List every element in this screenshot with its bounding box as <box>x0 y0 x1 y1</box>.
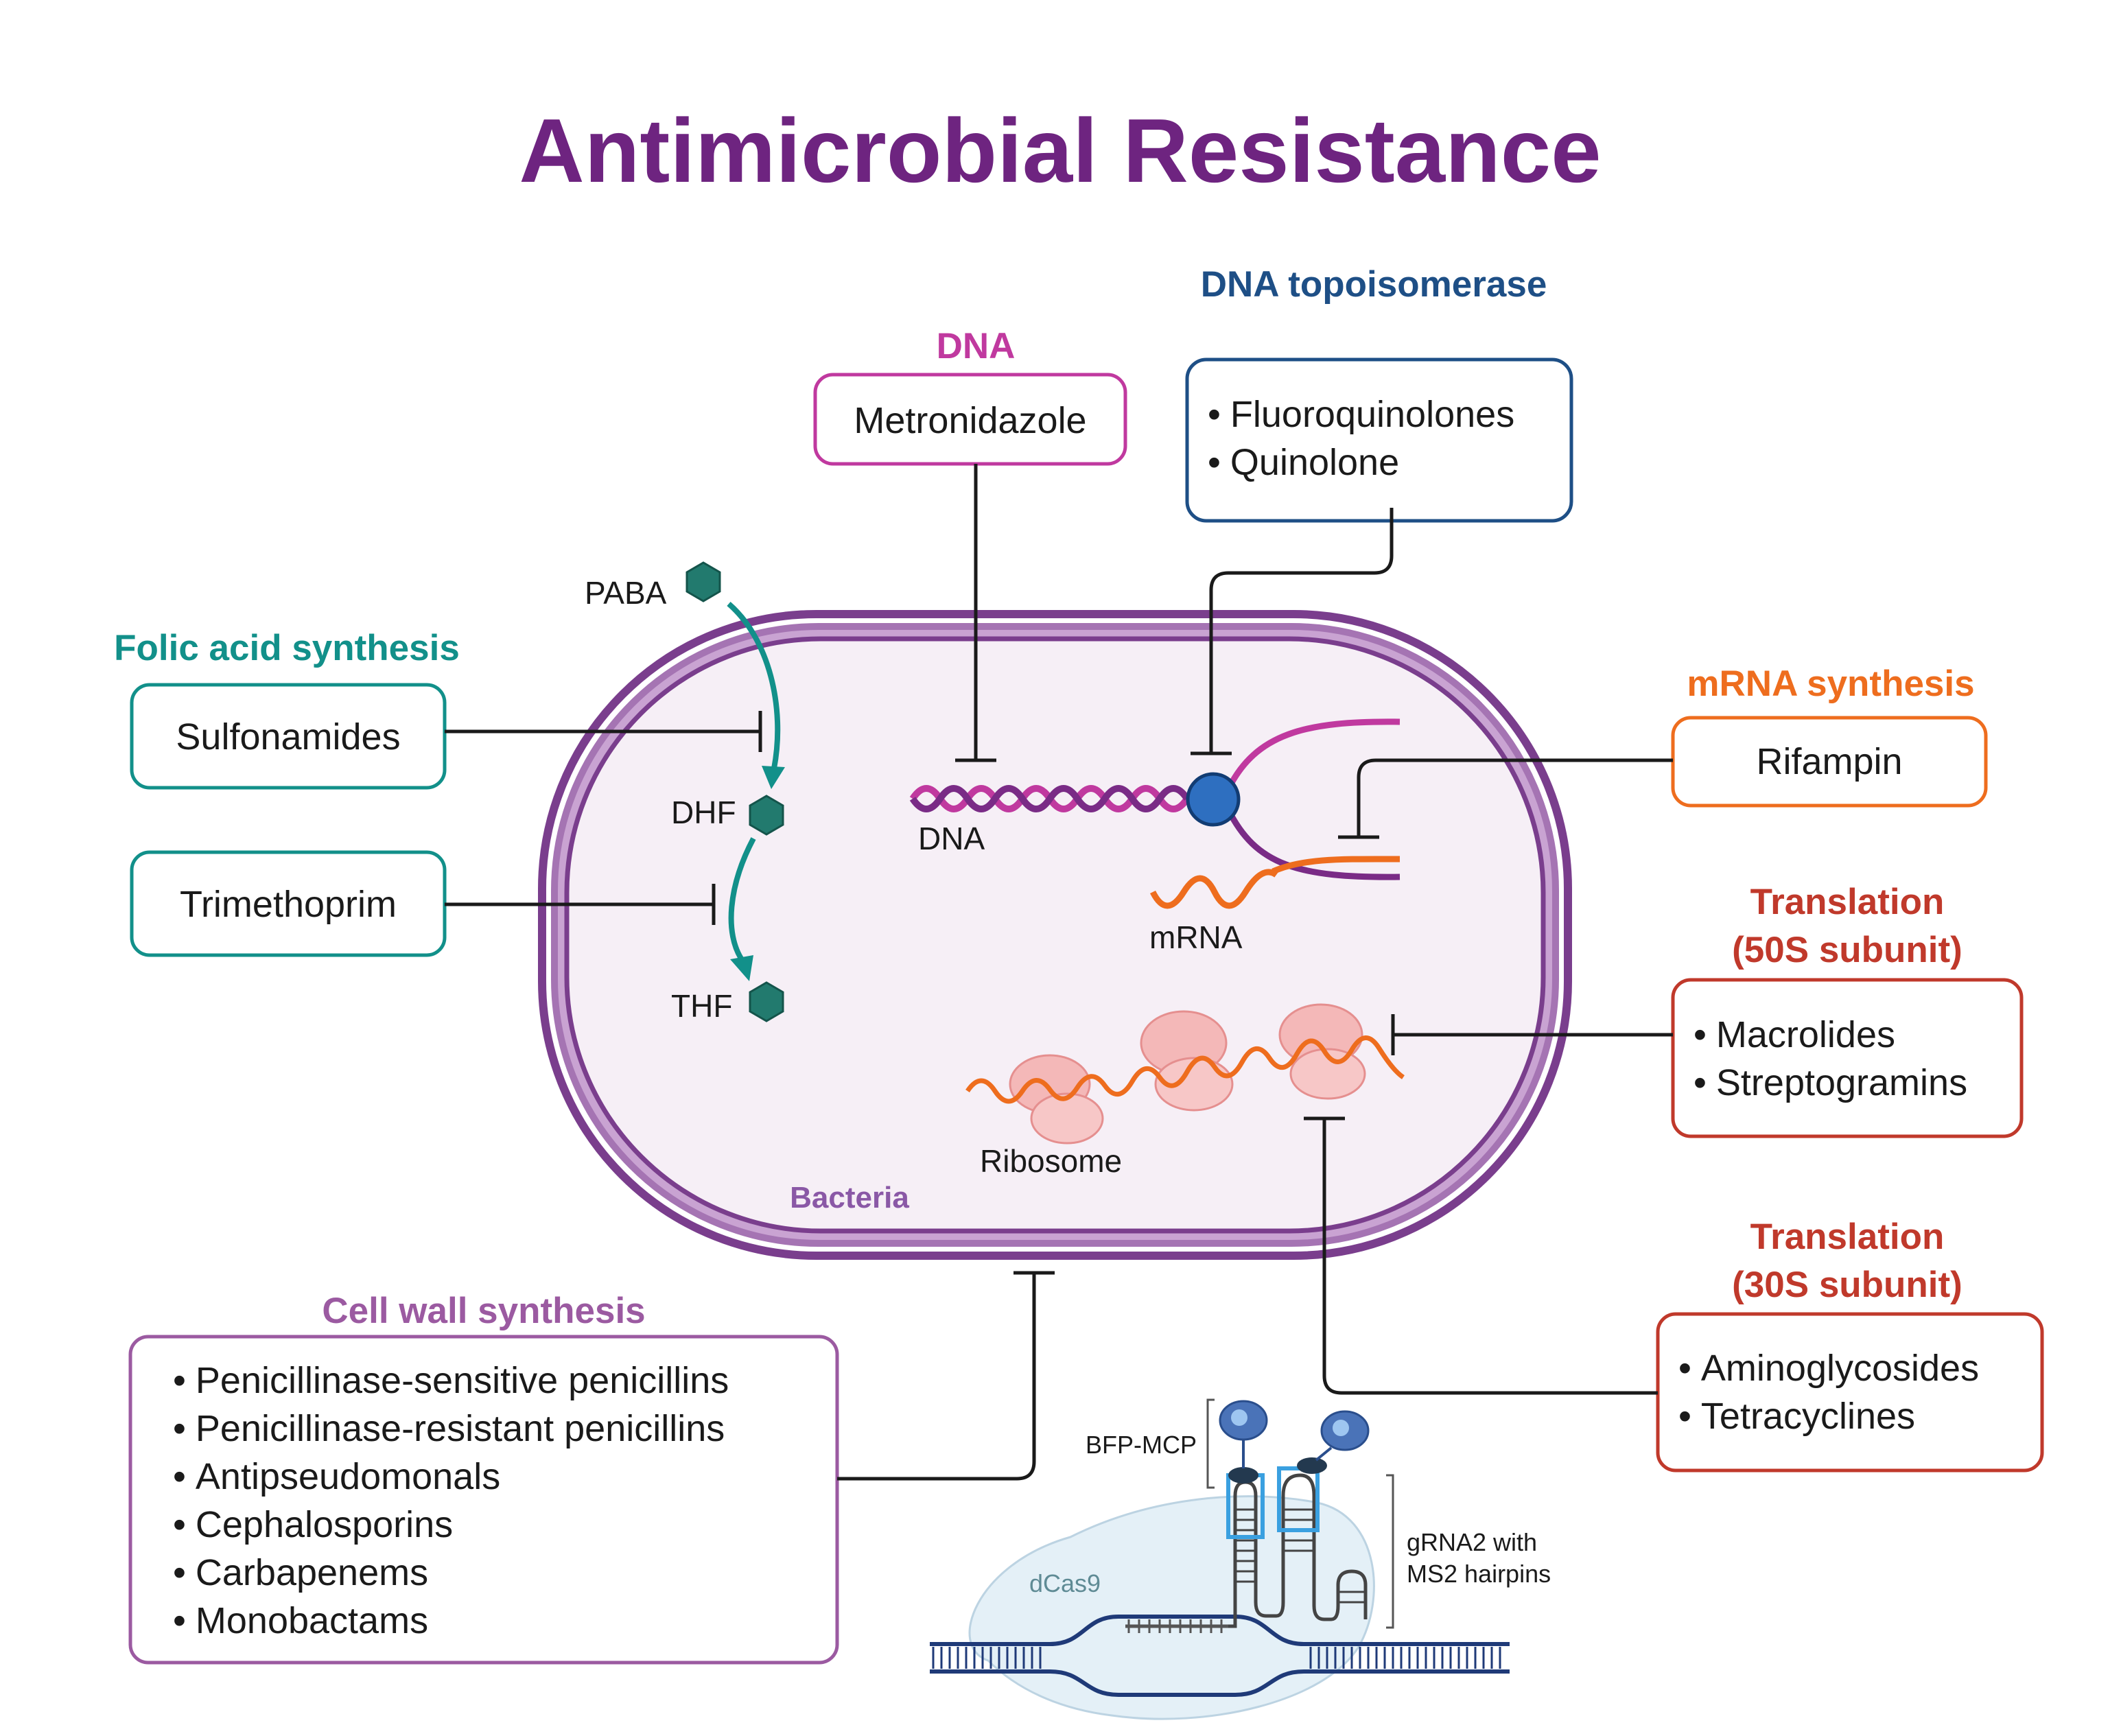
replication-fork: mRNA <box>1149 718 1401 955</box>
macrolides-item: •Macrolides <box>1694 1014 1895 1055</box>
bfp-mcp-proteins <box>1219 1400 1370 1483</box>
rifampin-label: Rifampin <box>1756 741 1902 782</box>
cellwall-item-3: •Antipseudomonals <box>173 1456 500 1497</box>
paba-hexagon <box>685 561 721 602</box>
paba-label: PABA <box>585 575 667 611</box>
cellwall-header: Cell wall synthesis <box>322 1291 645 1331</box>
dcas9-label: dCas9 <box>1029 1569 1101 1597</box>
trans30-header-line1: Translation <box>1750 1217 1945 1257</box>
trans30-box <box>1656 1312 2044 1473</box>
folic-target: Folic acid synthesis Sulfonamides Trimet… <box>114 628 762 957</box>
target-dna <box>930 1615 1510 1697</box>
trans50-header-line1: Translation <box>1750 882 1945 922</box>
mrna-strand-right <box>1272 856 1401 875</box>
bacteria-label: Bacteria <box>790 1181 909 1215</box>
dhf-to-thf-arrow <box>728 837 756 963</box>
trans30-inhibition-line <box>1322 1118 1658 1395</box>
sulfonamides-box <box>130 683 447 790</box>
bfp-bracket <box>1206 1398 1215 1489</box>
topoisomerase-box <box>1185 357 1573 523</box>
ribosome-label: Ribosome <box>980 1143 1122 1179</box>
aminoglycosides-item: •Aminoglycosides <box>1678 1348 1979 1389</box>
page-title: Antimicrobial Resistance <box>519 100 1601 201</box>
cellwall-item-6: •Monobactams <box>173 1600 428 1641</box>
dna-label: DNA <box>918 821 985 856</box>
cellwall-inhibition-line <box>837 1273 1036 1481</box>
dhf-to-thf-arrowhead <box>730 955 753 981</box>
dna-helix: DNA <box>909 785 1191 856</box>
cellwall-item-2: •Penicillinase-resistant penicillins <box>173 1408 725 1449</box>
rifampin-inhibition-line <box>1357 758 1673 837</box>
cellwall-target: Cell wall synthesis •Penicillinase-sensi… <box>128 1271 1055 1665</box>
topoisomerase-enzyme <box>1186 772 1241 827</box>
topoisomerase-header: DNA topoisomerase <box>1201 264 1547 305</box>
thf-label: THF <box>671 988 732 1024</box>
metronidazole-box <box>813 373 1127 466</box>
topoisomerase-inhibition-line <box>1209 508 1394 753</box>
fork-strand-top <box>1225 718 1401 791</box>
dna-target: DNA Metronidazole <box>813 326 1127 762</box>
paba-to-dhf-arrowhead <box>762 766 785 789</box>
tetracyclines-item: •Tetracyclines <box>1678 1396 1915 1437</box>
bfp-mcp-label: BFP-MCP <box>1086 1431 1197 1459</box>
folate-pathway: PABA DHF THF <box>585 561 785 1024</box>
trans50-header-line2: (50S subunit) <box>1732 930 1962 970</box>
mrna-wave <box>1149 869 1278 909</box>
streptogramins-item: •Streptogramins <box>1694 1062 1967 1103</box>
mrna-label: mRNA <box>1149 919 1243 955</box>
grna-hairpins <box>1226 1466 1368 1628</box>
translation-50s-target: Translation (50S subunit) •Macrolides •S… <box>1391 882 2024 1138</box>
grna-bracket <box>1386 1474 1394 1629</box>
mrna-synthesis-header: mRNA synthesis <box>1687 664 1974 704</box>
sulfonamides-label: Sulfonamides <box>176 716 400 758</box>
grna-label-line2: MS2 hairpins <box>1407 1560 1551 1588</box>
dcas9-blob <box>968 1495 1375 1720</box>
metronidazole-label: Metronidazole <box>854 400 1086 441</box>
fluoroquinolones-item: •Fluoroquinolones <box>1208 394 1514 435</box>
quinolone-item: •Quinolone <box>1208 442 1399 483</box>
grna-label-line1: gRNA2 with <box>1407 1528 1537 1556</box>
trans50-box <box>1671 978 2024 1138</box>
dhf-label: DHF <box>671 795 736 830</box>
cellwall-item-4: •Cephalosporins <box>173 1504 453 1545</box>
mrna-target: mRNA synthesis Rifampin <box>1338 664 1988 839</box>
topoisomerase-target: DNA topoisomerase •Fluoroquinolones •Qui… <box>1185 264 1573 755</box>
trans30-header-line2: (30S subunit) <box>1732 1265 1962 1305</box>
cellwall-box <box>128 1335 839 1665</box>
translating-mrna <box>965 1035 1405 1104</box>
dhf-hexagon <box>749 795 784 836</box>
crispr-inset: dCas9 BFP <box>930 1398 1551 1720</box>
dna-strand-2 <box>909 785 1191 812</box>
ribosomes: Ribosome <box>965 1003 1405 1179</box>
trimethoprim-label: Trimethoprim <box>180 884 397 925</box>
dna-header: DNA <box>937 326 1016 366</box>
translation-30s-target: Translation (30S subunit) •Aminoglycosid… <box>1304 1116 2044 1473</box>
cellwall-item-5: •Carbapenems <box>173 1552 428 1593</box>
folic-header: Folic acid synthesis <box>114 628 460 668</box>
paba-to-dhf-arrow <box>727 601 781 769</box>
thf-hexagon <box>749 981 784 1022</box>
cellwall-item-1: •Penicillinase-sensitive penicillins <box>173 1360 729 1401</box>
